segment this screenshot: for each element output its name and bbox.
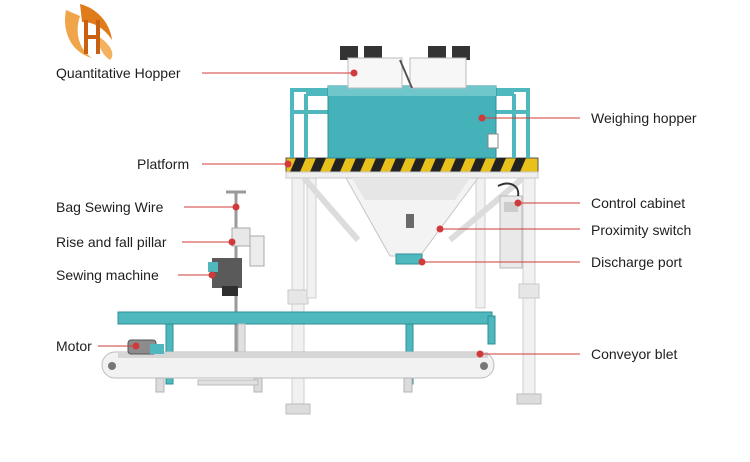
quantitative-hoppers <box>340 46 470 88</box>
brand-logo-icon <box>65 4 112 60</box>
label-sewing-machine: Sewing machine <box>56 267 159 283</box>
label-motor: Motor <box>56 338 92 354</box>
label-platform: Platform <box>137 156 189 172</box>
label-weighing-hopper: Weighing hopper <box>591 110 697 126</box>
discharge-funnel <box>346 178 478 264</box>
label-proximity-switch: Proximity switch <box>591 222 691 238</box>
label-rise-fall-pillar: Rise and fall pillar <box>56 234 167 250</box>
label-conveyor-belt: Conveyor blet <box>591 346 677 362</box>
label-bag-sewing-wire: Bag Sewing Wire <box>56 199 163 215</box>
label-discharge-port: Discharge port <box>591 254 682 270</box>
weighing-hopper-box <box>328 86 496 158</box>
label-control-cabinet: Control cabinet <box>591 195 685 211</box>
label-quantitative-hopper: Quantitative Hopper <box>56 65 181 81</box>
hopper-sticker <box>488 134 498 148</box>
sewing-stand <box>208 192 264 354</box>
platform-stripe <box>286 158 538 178</box>
control-cabinet <box>498 184 522 268</box>
